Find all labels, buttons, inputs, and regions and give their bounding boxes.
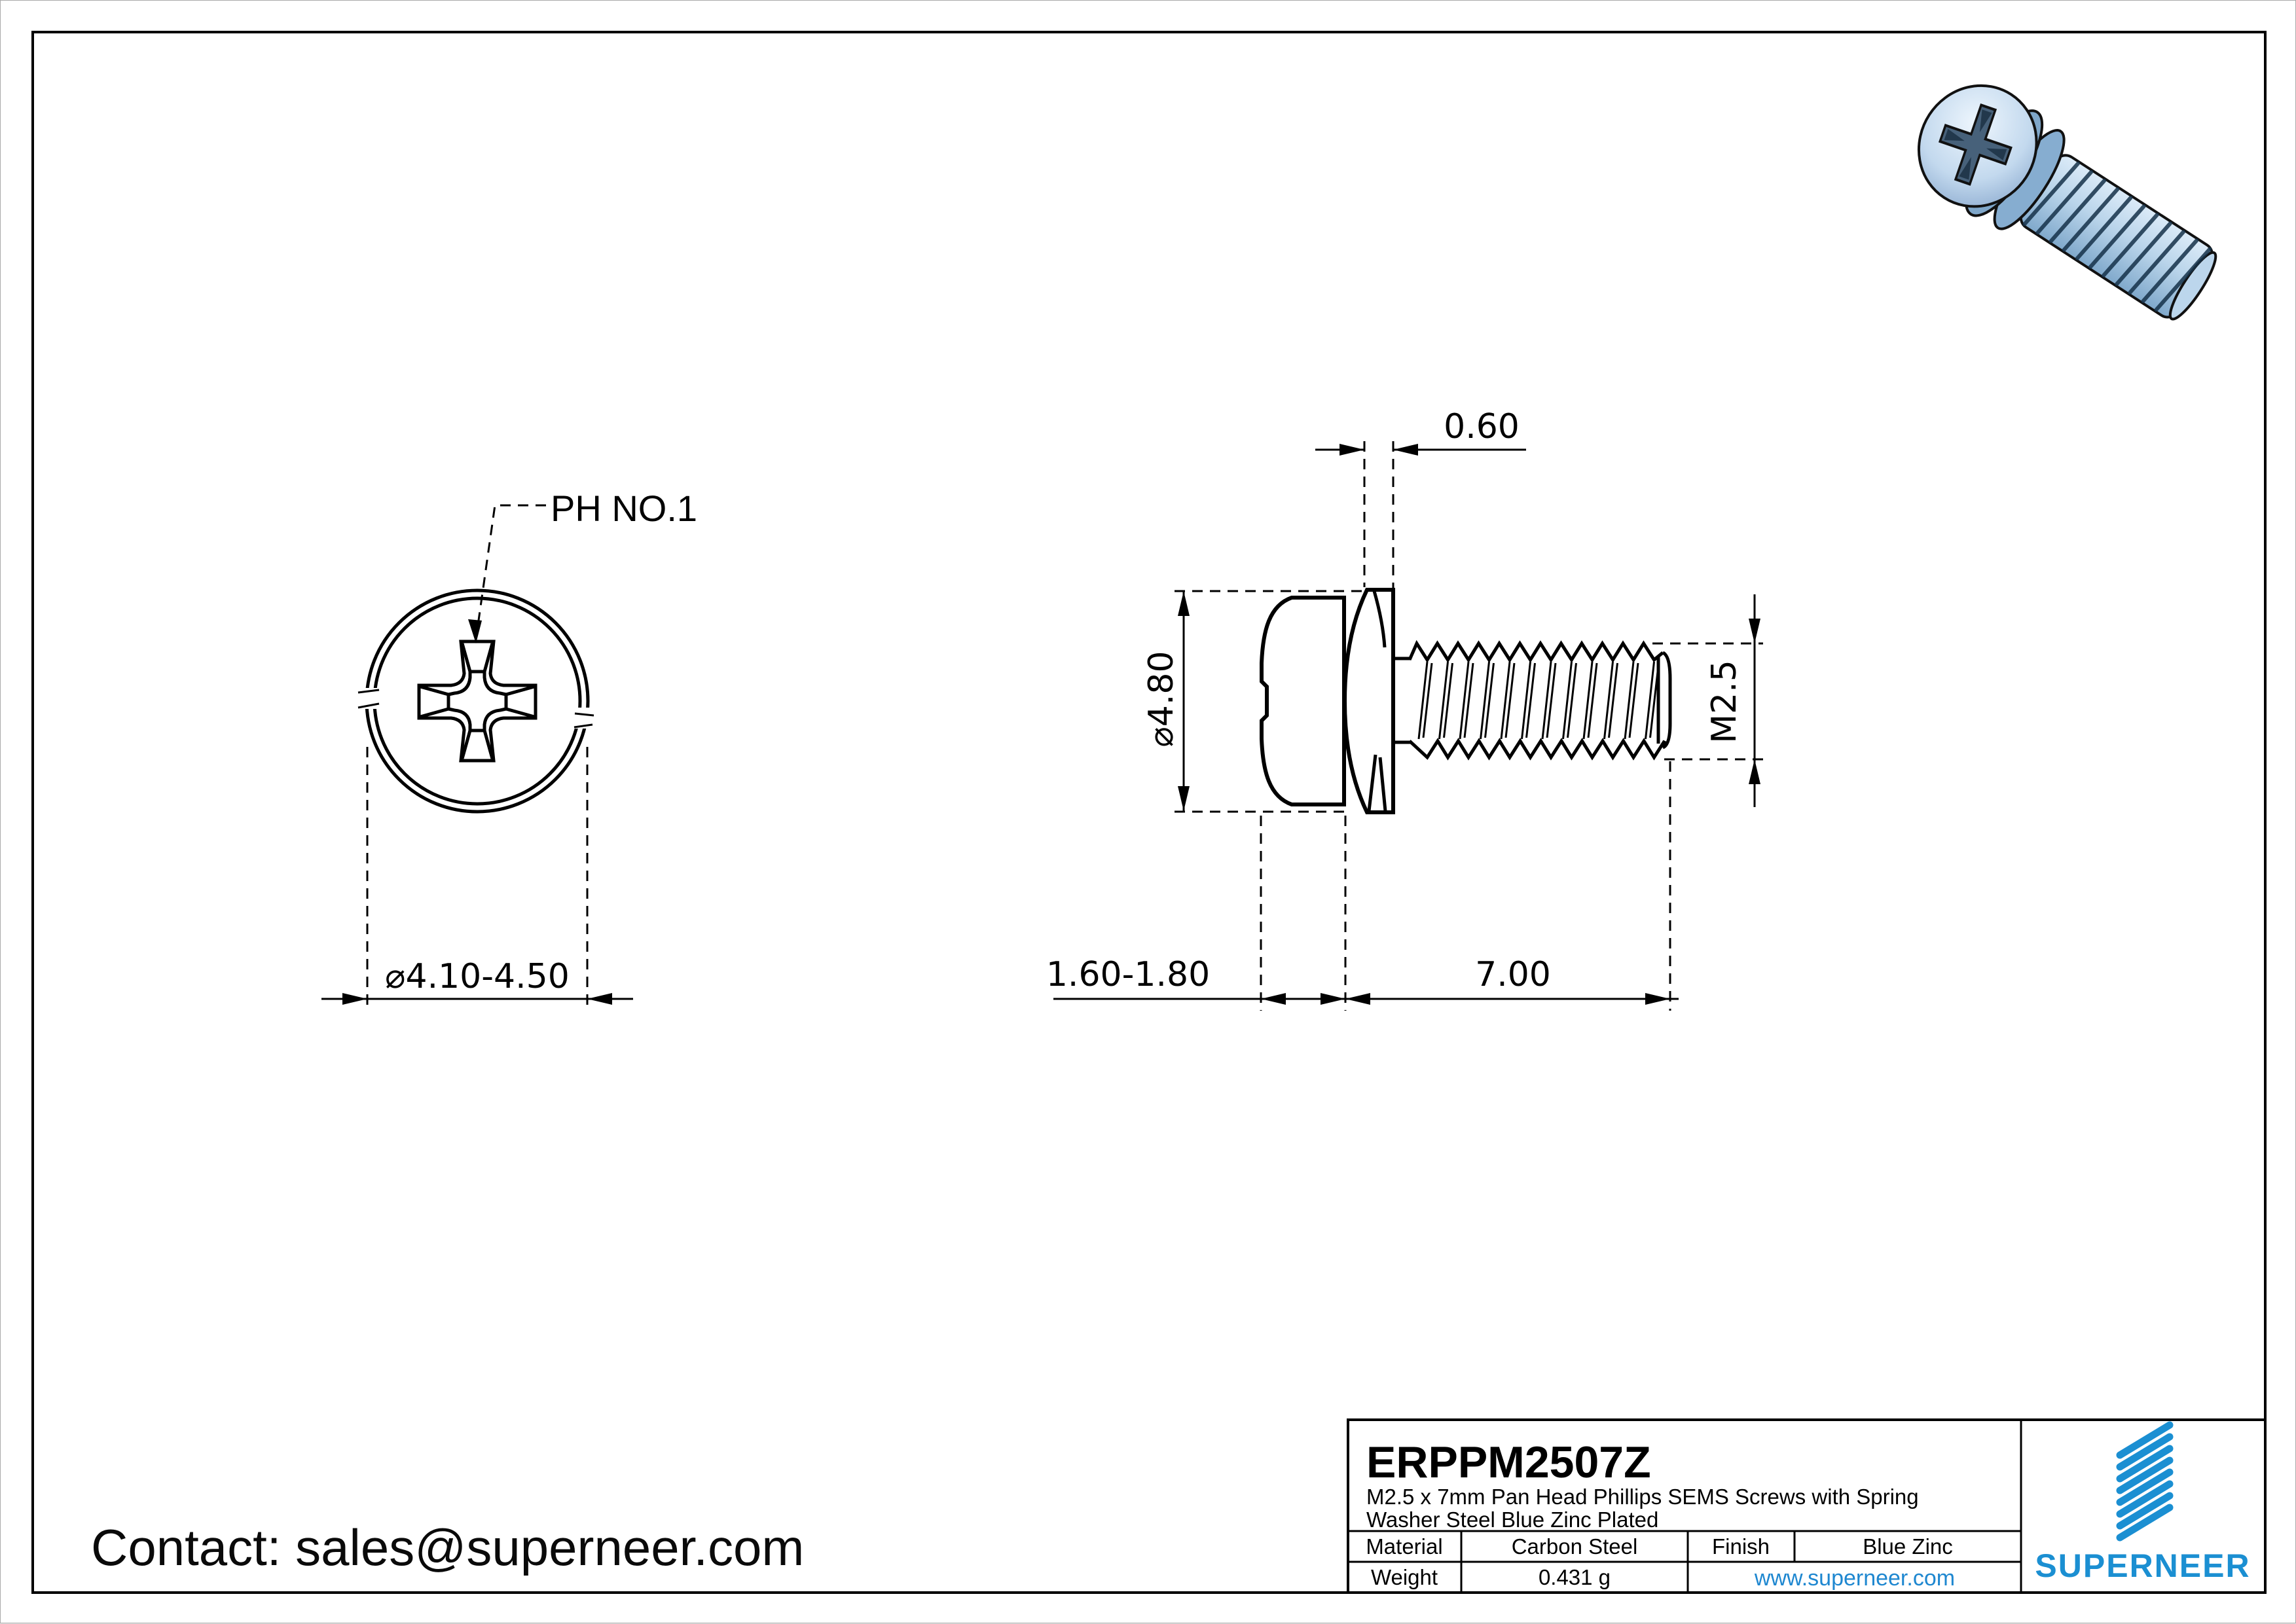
- superneer-logo-text: SUPERNEER: [2035, 1547, 2250, 1584]
- recess-wedge-bottom: [460, 729, 494, 759]
- spring-washer-profile: [1342, 588, 1395, 814]
- material-label: Material: [1366, 1534, 1442, 1559]
- thread-ridges-3d: [2022, 161, 2212, 312]
- part-description-line2: Washer Steel Blue Zinc Plated: [1366, 1507, 1658, 1532]
- washer-split-right: [574, 708, 594, 729]
- thread-top-profile: [1408, 640, 1664, 663]
- drive-type-label: PH NO.1: [551, 488, 697, 529]
- leader-line: [475, 504, 546, 640]
- phillips-3d: [1938, 103, 2013, 186]
- side-head-diameter-dim: ⌀4.80: [1142, 651, 1181, 747]
- top-view: PH NO.1 ⌀4.10-4.50: [321, 488, 697, 1012]
- finish-label: Finish: [1712, 1534, 1770, 1559]
- dim-washer-thickness: 0.60: [1315, 407, 1526, 588]
- washer-split-line-bottom: [1367, 754, 1387, 812]
- spring-washer-3d: [1993, 129, 2066, 230]
- phillips-recess: [417, 640, 538, 763]
- thread-size-dim: M2.5: [1705, 660, 1744, 744]
- weight-label: Weight: [1371, 1565, 1438, 1589]
- material-value: Carbon Steel: [1512, 1534, 1638, 1559]
- contact-email[interactable]: Contact: sales@superneer.com: [91, 1519, 804, 1576]
- thread-length-dim: 7.00: [1475, 955, 1551, 994]
- thread-bottom-profile: [1408, 738, 1666, 761]
- recess-bottom-outline: [448, 672, 507, 731]
- website-link[interactable]: www.superneer.com: [1754, 1566, 1955, 1591]
- washer-thickness-dim: 0.60: [1444, 407, 1520, 446]
- thread-end-3d: [2168, 251, 2217, 321]
- head-height-dim: 1.60-1.80: [1046, 955, 1210, 994]
- washer-split-left: [357, 688, 380, 709]
- recess-wedge-left: [420, 685, 450, 719]
- weight-value: 0.431 g: [1539, 1565, 1611, 1589]
- title-block: ERPPM2507Z M2.5 x 7mm Pan Head Phillips …: [1347, 1418, 2267, 1594]
- recess-wedge-top: [460, 643, 494, 674]
- screw-head-profile: [1260, 596, 1346, 806]
- side-view: 0.60 ⌀4.80 M2.5: [1046, 407, 1763, 1011]
- dim-bottom: 1.60-1.80 7.00: [1046, 761, 1679, 1011]
- part-number: ERPPM2507Z: [1366, 1437, 1651, 1487]
- drawing-frame: [31, 31, 2267, 1594]
- thread-end-face: [1656, 651, 1672, 749]
- finish-value: Blue Zinc: [1863, 1534, 1953, 1559]
- washer-split-line-top: [1372, 590, 1387, 648]
- head-diameter-dim: ⌀4.10-4.50: [385, 957, 570, 996]
- thread-flank-lines: [1417, 661, 1660, 740]
- dim-head-diameter: ⌀4.80: [1142, 590, 1366, 813]
- recess-wedge-right: [504, 685, 535, 719]
- superneer-logo-icon: [2116, 1421, 2174, 1542]
- dim-thread: M2.5: [1652, 594, 1763, 807]
- part-description-line1: M2.5 x 7mm Pan Head Phillips SEMS Screws…: [1366, 1485, 1919, 1509]
- screw-3d-render: [1917, 84, 2217, 321]
- leader-arrowhead: [468, 619, 482, 643]
